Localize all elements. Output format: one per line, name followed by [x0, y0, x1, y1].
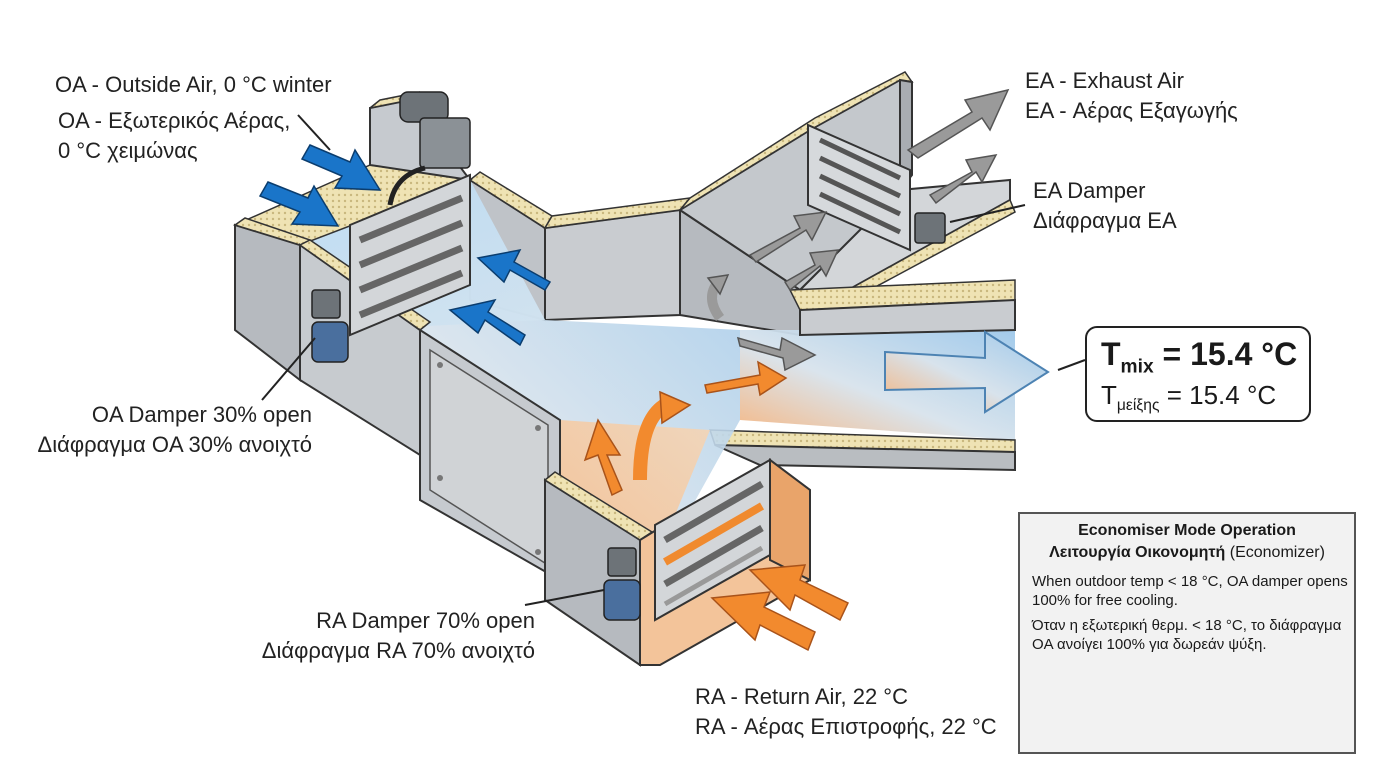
ea-damper-label-gr: Διάφραγμα EA	[1033, 208, 1177, 233]
leader-lines	[261, 114, 1086, 606]
exhaust-air-arrows	[706, 88, 1010, 372]
oa-damper	[311, 91, 471, 363]
oa-damper-label: OA Damper 30% open Διάφραγμα OA 30% ανοι…	[32, 400, 312, 460]
ra-label-gr: RA - Αέρας Επιστροφής, 22 °C	[695, 714, 997, 739]
oa-label-en: OA - Outside Air, 0 °C winter	[55, 72, 332, 97]
ra-control-box-icon	[603, 579, 641, 621]
ra-sensor-icon	[607, 547, 637, 577]
ea-damper-label: EA Damper Διάφραγμα EA	[1033, 176, 1177, 236]
ea-actuator-icon	[914, 212, 946, 244]
oa-label-gr-1: OA - Εξωτερικός Αέρας,	[58, 108, 291, 133]
ea-damper	[807, 123, 946, 252]
oa-label: OA - Outside Air, 0 °C winter	[55, 70, 332, 100]
ea-label-gr: EA - Αέρας Εξαγωγής	[1025, 98, 1238, 123]
ra-label-en: RA - Return Air, 22 °C	[695, 684, 908, 709]
ra-damper-label: RA Damper 70% open Διάφραγμα RA 70% ανοι…	[255, 606, 535, 666]
exhaust-duct	[678, 71, 1016, 307]
economiser-panel: Economiser Mode Operation Λειτουργία Οικ…	[1018, 512, 1356, 754]
oa-actuator-icon	[419, 117, 471, 169]
oa-label-gr: OA - Εξωτερικός Αέρας, 0 °C χειμώνας	[58, 106, 290, 166]
economiser-subtitle: Λειτουργία Οικονομητή (Economizer)	[1049, 544, 1325, 561]
oa-damper-label-gr: Διάφραγμα OA 30% ανοιχτό	[37, 432, 312, 457]
economiser-title: Economiser Mode Operation	[1078, 522, 1296, 539]
oa-sensor-icon	[311, 289, 341, 319]
tmix-callout: Tmix = 15.4 °C Tμείξης = 15.4 °C	[1085, 326, 1311, 422]
ra-damper-label-en: RA Damper 70% open	[316, 608, 535, 633]
oa-damper-label-en: OA Damper 30% open	[91, 402, 312, 427]
ea-label: EA - Exhaust Air EA - Αέρας Εξαγωγής	[1025, 66, 1238, 126]
supply-air-arrow	[884, 330, 1050, 414]
tmix-value: Tmix = 15.4 °C	[1101, 336, 1298, 378]
ra-label: RA - Return Air, 22 °C RA - Αέρας Επιστρ…	[695, 682, 997, 742]
oa-control-box-icon	[311, 321, 349, 363]
ra-damper	[603, 458, 771, 622]
ea-damper-label-en: EA Damper	[1033, 178, 1146, 203]
economiser-text-en: When outdoor temp < 18 °C, OA damper ope…	[1032, 573, 1348, 609]
return-air-arrows	[583, 360, 849, 652]
outside-air-arrows	[258, 144, 552, 347]
ea-label-en: EA - Exhaust Air	[1025, 68, 1184, 93]
ra-damper-label-gr: Διάφραγμα RA 70% ανοιχτό	[261, 638, 535, 663]
economiser-text-gr: Όταν η εξωτερική θερμ. < 18 °C, το διάφρ…	[1032, 617, 1342, 653]
oa-label-gr-2: 0 °C χειμώνας	[58, 138, 198, 163]
tmix-value-gr: Tμείξης = 15.4 °C	[1101, 380, 1277, 415]
